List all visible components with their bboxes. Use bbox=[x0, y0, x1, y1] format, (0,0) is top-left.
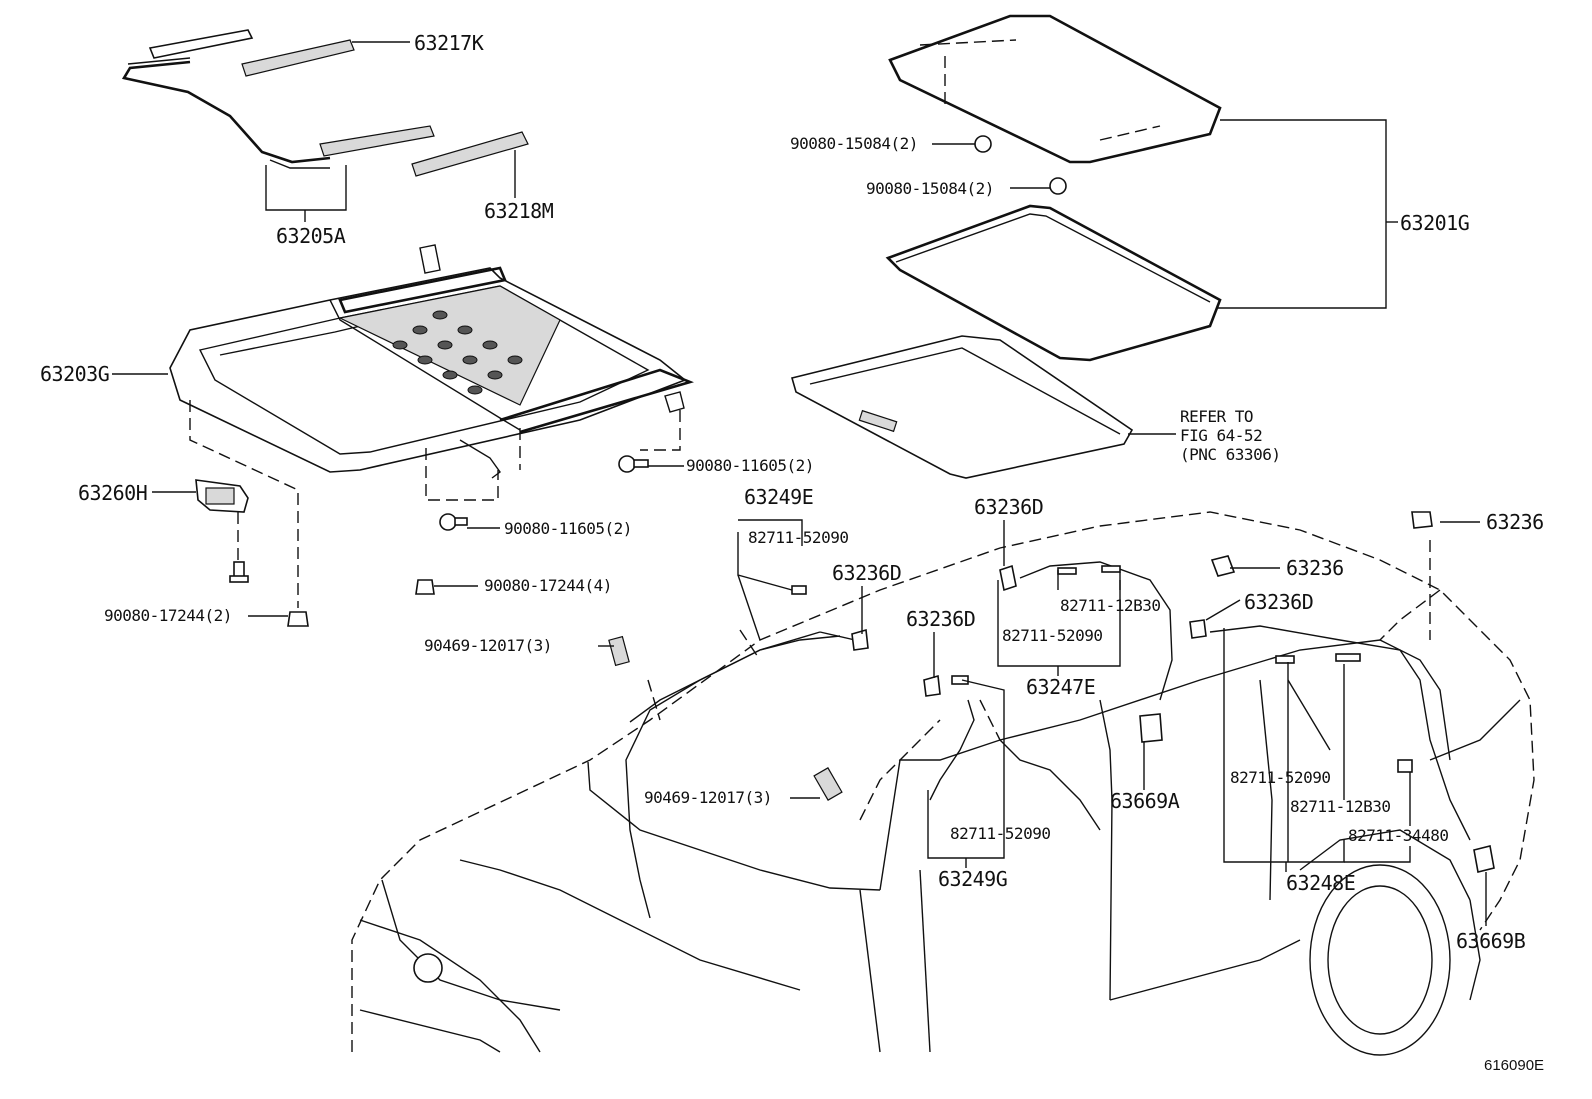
drain-hoses-on-body bbox=[625, 561, 1471, 919]
callout-63236-middle: 63236 bbox=[1286, 556, 1344, 580]
grommet-63669a bbox=[1139, 713, 1163, 743]
clip-63236-a bbox=[1210, 555, 1236, 577]
callout-63201g: 63201G bbox=[1400, 211, 1470, 235]
callout-82711-12b30-rear: 82711-12B30 bbox=[1290, 797, 1391, 816]
callout-90469-12017-lower: 90469-12017(3) bbox=[644, 788, 772, 807]
frame-perforations bbox=[392, 310, 523, 395]
callout-63260h: 63260H bbox=[78, 481, 148, 505]
callout-90080-11605-center: 90080-11605(2) bbox=[504, 519, 632, 538]
callout-82711-34480: 82711-34480 bbox=[1348, 826, 1449, 845]
sunroof-housing-frame bbox=[112, 244, 694, 608]
glass-clip-lower bbox=[1010, 177, 1067, 195]
callout-63203g: 63203G bbox=[40, 362, 110, 386]
callout-82711-12b30-middle: 82711-12B30 bbox=[1060, 596, 1161, 615]
callout-63217k: 63217K bbox=[414, 31, 484, 55]
vehicle-body-outline bbox=[351, 511, 1535, 1056]
clip-63236-b bbox=[1411, 511, 1433, 529]
callout-63218m: 63218M bbox=[484, 199, 554, 223]
callout-90080-15084-lower: 90080-15084(2) bbox=[866, 179, 994, 198]
fastener-bolt-90080-11605-a bbox=[618, 455, 684, 473]
callout-90080-15084-upper: 90080-15084(2) bbox=[790, 134, 918, 153]
callout-63236d-top: 63236D bbox=[974, 495, 1044, 519]
callout-63236d-rear: 63236D bbox=[1244, 590, 1314, 614]
callout-90469-12017-upper: 90469-12017(3) bbox=[424, 636, 552, 655]
clamp-82711-d bbox=[1397, 759, 1413, 773]
callout-63249g: 63249G bbox=[938, 867, 1008, 891]
leader-lines bbox=[598, 519, 1487, 926]
callout-82711-52090-front: 82711-52090 bbox=[748, 528, 849, 547]
sunroof-drive-motor bbox=[152, 479, 249, 560]
grommet-63669b bbox=[1473, 845, 1495, 873]
callout-63205a: 63205A bbox=[276, 224, 346, 248]
sunshade-assembly bbox=[791, 335, 1176, 479]
callout-63236d-center: 63236D bbox=[906, 607, 976, 631]
callout-63669b: 63669B bbox=[1456, 929, 1526, 953]
figure-code: 616090E bbox=[1484, 1057, 1545, 1074]
glass-weatherstrip bbox=[885, 204, 1222, 362]
clip-63236d-b bbox=[851, 628, 869, 651]
callout-82711-52090-lower: 82711-52090 bbox=[950, 824, 1051, 843]
callout-90080-17244-2: 90080-17244(2) bbox=[104, 606, 232, 625]
callout-63248e: 63248E bbox=[1286, 871, 1356, 895]
tape-90469-a bbox=[608, 635, 630, 667]
callout-82711-52090-middle: 82711-52090 bbox=[1002, 626, 1103, 645]
clip-63236d-d bbox=[1189, 619, 1207, 639]
callout-82711-52090-rear: 82711-52090 bbox=[1230, 768, 1331, 787]
drain-hose-assembly bbox=[121, 29, 435, 222]
fastener-bolt-motor bbox=[229, 561, 249, 583]
callout-90080-17244-4: 90080-17244(4) bbox=[484, 576, 612, 595]
callout-63249e: 63249E bbox=[744, 485, 814, 509]
callout-90080-11605-right: 90080-11605(2) bbox=[686, 456, 814, 475]
glass-clip-upper bbox=[932, 135, 992, 153]
sunroof-glass-panel bbox=[888, 14, 1398, 309]
tape-90469-b bbox=[813, 767, 843, 801]
clip-63236d-a bbox=[999, 564, 1017, 592]
clamp-82711-a bbox=[791, 585, 807, 595]
wind-deflector-strip-63218m bbox=[411, 131, 529, 198]
clamp-82711-e bbox=[951, 675, 969, 685]
callout-63236d-front: 63236D bbox=[832, 561, 902, 585]
clip-63236d-c bbox=[923, 674, 941, 697]
callout-63236-rear: 63236 bbox=[1486, 510, 1544, 534]
clamp-82711-c bbox=[1275, 653, 1361, 664]
callout-63247e: 63247E bbox=[1026, 675, 1096, 699]
reference-note: REFER TO FIG 64-52 (PNC 63306) bbox=[1180, 407, 1281, 464]
fastener-nut-90080-17244-4 bbox=[415, 579, 478, 595]
wind-deflector-strip-63217k bbox=[241, 39, 410, 77]
fastener-nut-90080-17244-2 bbox=[248, 611, 309, 627]
clamp-82711-b bbox=[1057, 565, 1121, 575]
callout-63669a: 63669A bbox=[1110, 789, 1180, 813]
fastener-bolt-90080-11605-b bbox=[439, 513, 500, 531]
